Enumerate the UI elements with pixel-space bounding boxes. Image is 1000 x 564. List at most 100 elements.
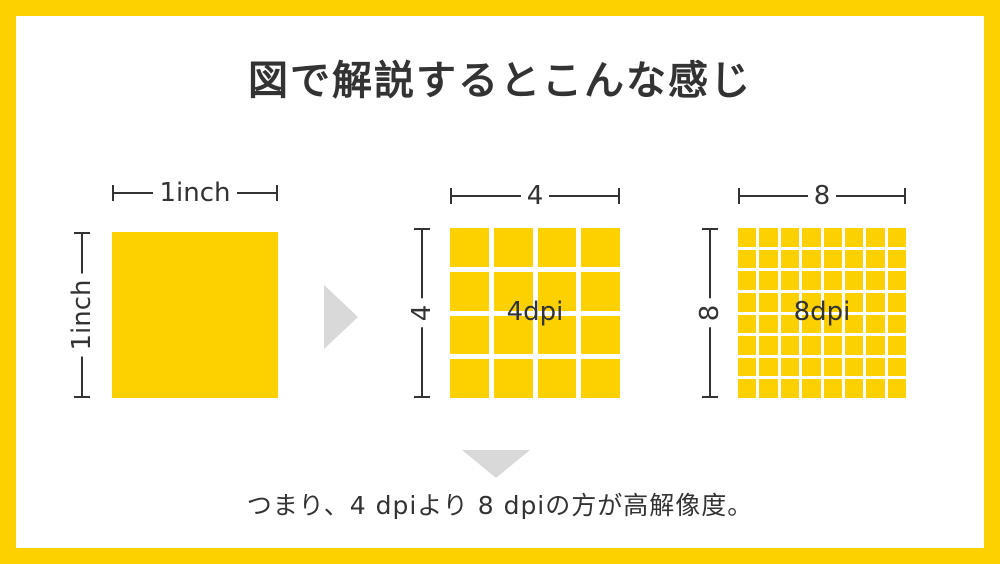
grid-cell: [759, 271, 778, 290]
panel1-width-dimension: 1inch: [112, 177, 278, 209]
panel2-width-label: 4: [520, 181, 550, 211]
grid-cell: [780, 336, 800, 355]
grid-cell: [581, 315, 620, 355]
grid-cell: [450, 315, 489, 355]
grid-cell: [802, 357, 821, 377]
grid-cell: [866, 357, 885, 377]
grid-cell: [450, 271, 489, 311]
grid-cell: [823, 379, 842, 398]
grid-cell: [887, 314, 906, 334]
grid-cell: [823, 357, 842, 377]
grid-cell: [823, 314, 842, 334]
grid-cell: [759, 314, 778, 334]
one-inch-square: [112, 232, 278, 398]
grid-cell: [581, 359, 620, 398]
grid-cell: [738, 271, 757, 290]
grid-cell: [802, 292, 821, 312]
grid-cell: [802, 228, 821, 247]
grid-cell: [537, 228, 577, 267]
grid-cell: [537, 271, 577, 311]
arrow-right-icon: [324, 285, 358, 349]
grid-cell: [802, 249, 821, 269]
panel1-width-label: 1inch: [153, 178, 237, 208]
grid-cell: [887, 292, 906, 312]
grid-cell: [844, 379, 864, 398]
grid-cell: [823, 292, 842, 312]
grid-cell: [780, 357, 800, 377]
grid-cell: [802, 379, 821, 398]
title-text: 図で解説するとこんな感じ: [248, 58, 752, 104]
grid-cell: [780, 292, 800, 312]
grid-cell: [780, 314, 800, 334]
grid-cell: [738, 292, 757, 312]
grid-cell: [450, 359, 489, 398]
grid-8dpi: [738, 228, 906, 398]
title-wrap: 図で解説するとこんな感じ: [0, 52, 1000, 110]
grid-cell: [887, 228, 906, 247]
grid-cell: [738, 314, 757, 334]
grid-cell: [844, 271, 864, 290]
grid-cell: [450, 228, 489, 267]
grid-cell: [780, 249, 800, 269]
conclusion-text: つまり、4 dpiより 8 dpiの方が高解像度。: [246, 491, 754, 520]
page-title: 図で解説するとこんな感じ: [234, 52, 766, 110]
grid-4dpi-label: 4dpi: [506, 297, 564, 327]
panel2-height-dimension: 4: [406, 228, 438, 398]
panel3-height-label: 8: [695, 298, 725, 328]
grid-cell: [780, 271, 800, 290]
grid-cell: [866, 271, 885, 290]
grid-cell: [866, 228, 885, 247]
grid-cell: [887, 336, 906, 355]
arrow-down-icon: [462, 450, 530, 478]
grid-cell: [759, 357, 778, 377]
grid-cell: [844, 249, 864, 269]
grid-cell: [887, 271, 906, 290]
grid-cell: [738, 379, 757, 398]
grid-cell: [493, 228, 533, 267]
grid-cell: [866, 249, 885, 269]
grid-cell: [844, 336, 864, 355]
grid-cell: [493, 315, 533, 355]
grid-cell: [780, 228, 800, 247]
grid-cell: [823, 228, 842, 247]
grid-cell: [887, 357, 906, 377]
grid-cell: [823, 249, 842, 269]
grid-cell: [759, 336, 778, 355]
grid-cell: [844, 357, 864, 377]
grid-cell: [738, 357, 757, 377]
grid-cell: [738, 336, 757, 355]
grid-cell: [844, 314, 864, 334]
grid-cell: [581, 228, 620, 267]
grid-cell: [581, 271, 620, 311]
grid-cell: [887, 379, 906, 398]
panel2-width-dimension: 4: [450, 180, 620, 212]
grid-cell: [780, 379, 800, 398]
grid-cell: [802, 314, 821, 334]
grid-cell: [887, 249, 906, 269]
panel2-height-label: 4: [407, 298, 437, 328]
panel1-height-dimension: 1inch: [66, 232, 98, 398]
panel1-height-label: 1inch: [67, 273, 97, 357]
panel3-width-dimension: 8: [738, 180, 906, 212]
grid-4dpi: [450, 228, 620, 398]
grid-cell: [759, 379, 778, 398]
grid-cell: [802, 336, 821, 355]
grid-cell: [738, 228, 757, 247]
grid-cell: [866, 292, 885, 312]
grid-cell: [759, 292, 778, 312]
grid-cell: [759, 249, 778, 269]
panel3-width-label: 8: [807, 181, 837, 211]
grid-cell: [844, 228, 864, 247]
grid-cell: [866, 379, 885, 398]
grid-cell: [493, 359, 533, 398]
grid-cell: [537, 359, 577, 398]
grid-cell: [759, 228, 778, 247]
grid-cell: [493, 271, 533, 311]
grid-cell: [823, 336, 842, 355]
grid-8dpi-label: 8dpi: [793, 297, 851, 327]
panel3-height-dimension: 8: [694, 228, 726, 398]
grid-cell: [866, 314, 885, 334]
grid-cell: [844, 292, 864, 312]
grid-cell: [823, 271, 842, 290]
grid-cell: [537, 315, 577, 355]
